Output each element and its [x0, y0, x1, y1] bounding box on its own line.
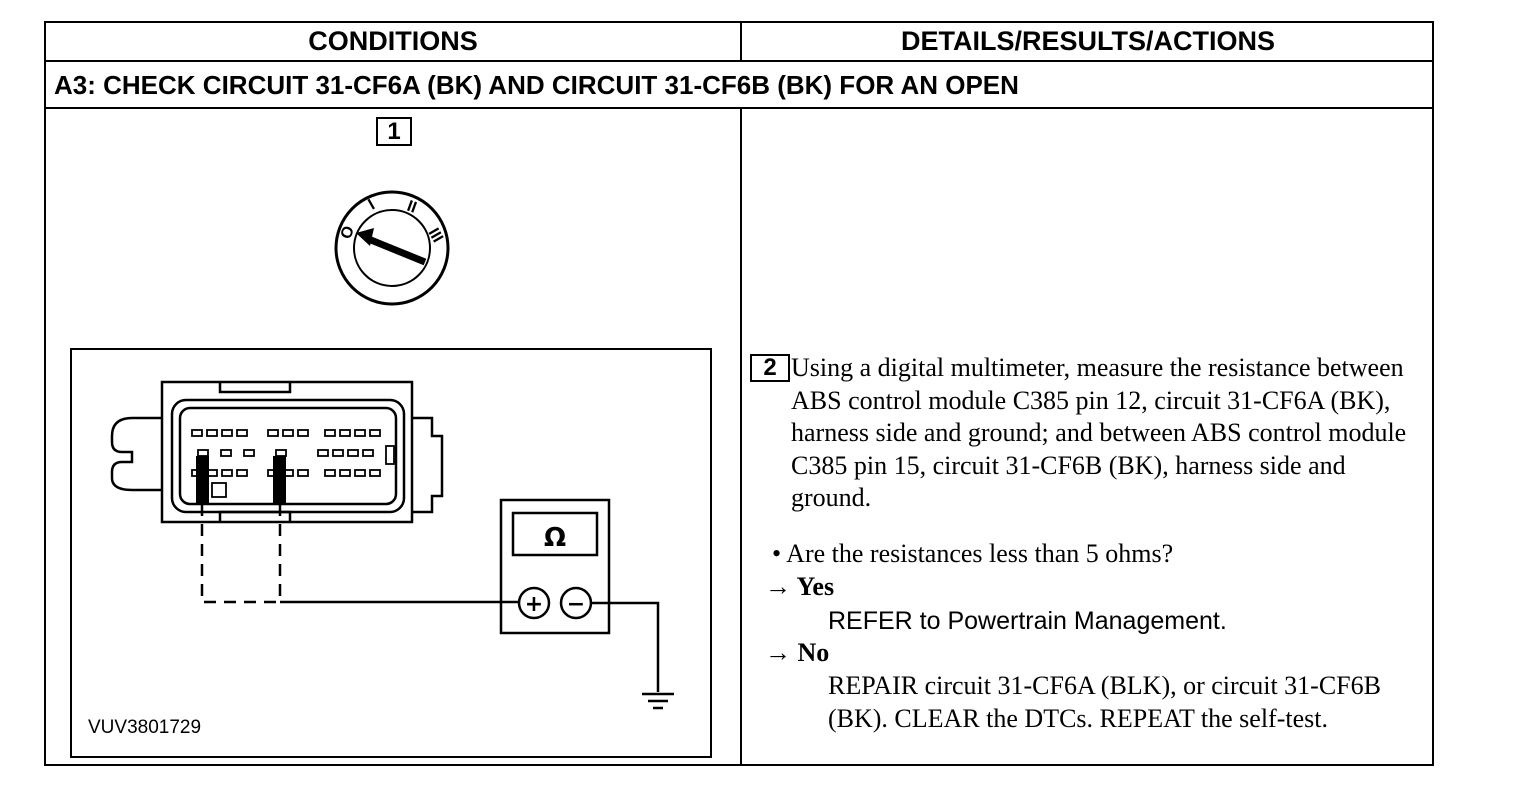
meter-minus-terminal: − [567, 592, 585, 617]
probe-pin-12 [196, 456, 209, 504]
conditions-header: CONDITIONS [308, 26, 478, 56]
details-header: DETAILS/RESULTS/ACTIONS [900, 26, 1275, 56]
connector-c385-icon [110, 380, 444, 524]
question-bullet: • Are the resistances less than 5 ohms? [772, 539, 1174, 568]
header-divider [46, 60, 1432, 62]
ignition-pos-3: III [425, 226, 446, 246]
step-title: A3: CHECK CIRCUIT 31-CF6A (BK) AND CIRCU… [54, 70, 1019, 100]
probe-leads [200, 504, 282, 604]
step2-number-box: 2 [750, 354, 790, 382]
ohm-symbol: Ω [544, 523, 566, 553]
no-label: → No [765, 638, 830, 667]
probe-pin-15 [273, 456, 286, 504]
yes-action: REFER to Powertrain Management. [828, 607, 1227, 635]
column-divider [740, 109, 742, 766]
meter-plus-terminal: + [525, 592, 543, 617]
diagnostic-table: CONDITIONS DETAILS/RESULTS/ACTIONS A3: C… [44, 21, 1434, 766]
ignition-pos-2: II [405, 198, 419, 217]
ground-wire [591, 601, 660, 692]
yes-label: → Yes [765, 572, 835, 601]
no-action: REPAIR circuit 31-CF6A (BLK), or circuit… [828, 671, 1381, 733]
connector-pins [191, 429, 395, 498]
ignition-switch-icon [334, 190, 450, 306]
ignition-pos-0: O [338, 224, 358, 242]
figure-id: VUV3801729 [88, 717, 202, 738]
title-divider [46, 107, 1432, 109]
step2-instruction: Using a digital multimeter, measure the … [791, 353, 1407, 512]
ignition-pos-1: I [366, 197, 378, 214]
header-column-divider [740, 23, 742, 60]
ground-icon [642, 692, 674, 710]
step1-number-box: 1 [376, 117, 412, 146]
multimeter-icon [499, 498, 611, 635]
figure-frame [70, 348, 712, 758]
